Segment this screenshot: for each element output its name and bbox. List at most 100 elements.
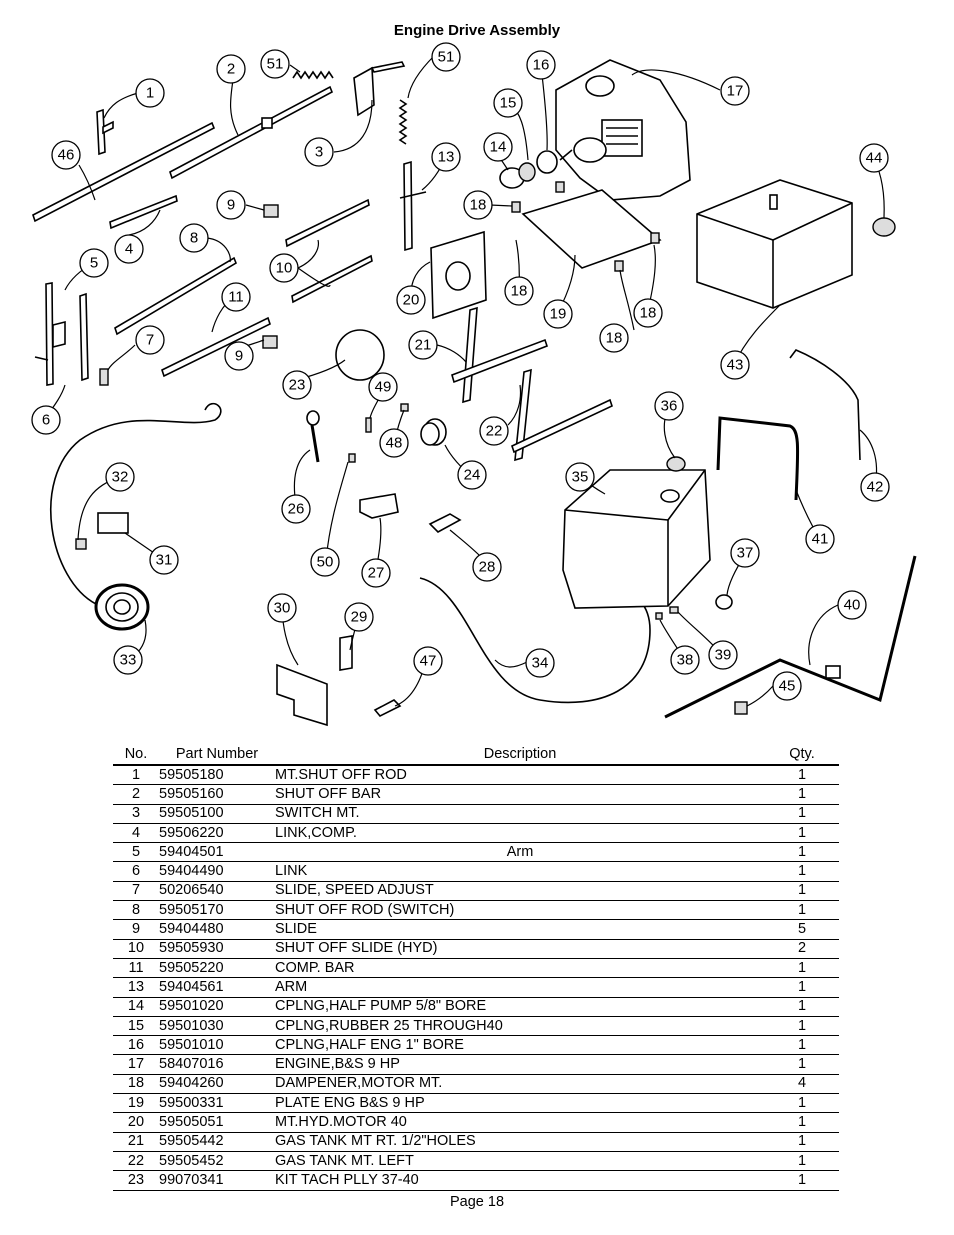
svg-text:50: 50 [317,554,334,571]
callout-34: 34 [525,648,555,678]
svg-text:34: 34 [532,655,549,672]
svg-text:23: 23 [289,377,306,394]
item-number: 7 [113,881,159,902]
svg-text:18: 18 [470,197,487,214]
svg-text:44: 44 [866,150,883,167]
callout-2: 2 [216,54,246,84]
item-number: 15 [113,1016,159,1037]
part-28-clip [428,513,462,533]
part-number: 59505220 [159,958,275,979]
part-1-mount [96,108,114,156]
svg-text:38: 38 [677,652,694,669]
callout-36: 36 [654,391,684,421]
part-38 [655,612,663,620]
description: LINK [275,861,765,882]
svg-text:28: 28 [479,559,496,576]
svg-text:29: 29 [351,609,368,626]
callout-38: 38 [670,645,700,675]
part-24-gauge [420,418,447,446]
exploded-parts-diagram: 1 2 3 4 5 6 7 8 9 9 10 11 13 14 15 16 17… [31,42,917,727]
callout-42: 42 [860,472,890,502]
svg-text:46: 46 [58,147,75,164]
part-6-link [79,292,89,382]
item-number: 2 [113,784,159,805]
callout-15: 15 [493,88,523,118]
svg-text:10: 10 [276,260,293,277]
item-number: 11 [113,958,159,979]
quantity: 1 [765,842,839,863]
svg-text:41: 41 [812,531,829,548]
callout-37: 37 [730,538,760,568]
part-18-a [511,201,521,213]
callout-39: 39 [708,640,738,670]
item-number: 3 [113,804,159,824]
quantity: 1 [765,1132,839,1152]
svg-text:18: 18 [640,305,657,322]
svg-text:14: 14 [490,139,507,156]
part-14-16-couplings [499,150,558,189]
part-number: 59505051 [159,1112,275,1133]
quantity: 1 [765,1170,839,1191]
item-number: 21 [113,1132,159,1152]
svg-text:6: 6 [42,412,50,429]
quantity: 5 [765,919,839,940]
part-18-c [614,260,624,272]
quantity: 1 [765,997,839,1017]
part-40-line [664,555,917,719]
quantity: 1 [765,784,839,805]
svg-text:27: 27 [368,565,385,582]
callout-22: 22 [479,416,509,446]
quantity: 1 [765,1151,839,1172]
part-number: 59501030 [159,1016,275,1037]
part-number: 59500331 [159,1093,275,1114]
part-42-frame [789,349,861,461]
item-number: 9 [113,919,159,940]
part-33-wire [49,403,222,631]
callout-18d: 18 [633,298,663,328]
svg-text:21: 21 [415,337,432,354]
item-number: 13 [113,977,159,998]
svg-text:22: 22 [486,423,503,440]
quantity: 1 [765,881,839,902]
svg-text:39: 39 [715,647,732,664]
svg-text:49: 49 [375,379,392,396]
part-50 [348,453,356,463]
quantity: 2 [765,939,839,959]
part-10-slides [285,198,373,304]
part-39 [669,606,679,614]
svg-text:9: 9 [235,348,243,365]
part-number: 59505160 [159,784,275,805]
description: Arm [275,842,765,863]
callout-18c: 18 [599,323,629,353]
part-3-switch-mount [353,61,406,117]
callout-17: 17 [720,76,750,106]
callout-32: 32 [105,462,135,492]
description: SHUT OFF SLIDE (HYD) [275,939,765,959]
part-number: 59505180 [159,765,275,786]
part-number: 50206540 [159,881,275,902]
svg-text:20: 20 [403,292,420,309]
svg-text:18: 18 [606,330,623,347]
part-46-bar [32,121,216,223]
part-9-slide-a [263,204,279,218]
quantity: 4 [765,1074,839,1095]
item-number: 5 [113,842,159,863]
svg-text:33: 33 [120,652,137,669]
part-43-box [696,179,853,309]
description: CPLNG,HALF PUMP 5/8" BORE [275,997,765,1017]
part-number: 59505100 [159,804,275,824]
part-11-bar [161,316,271,378]
quantity: 1 [765,1093,839,1114]
